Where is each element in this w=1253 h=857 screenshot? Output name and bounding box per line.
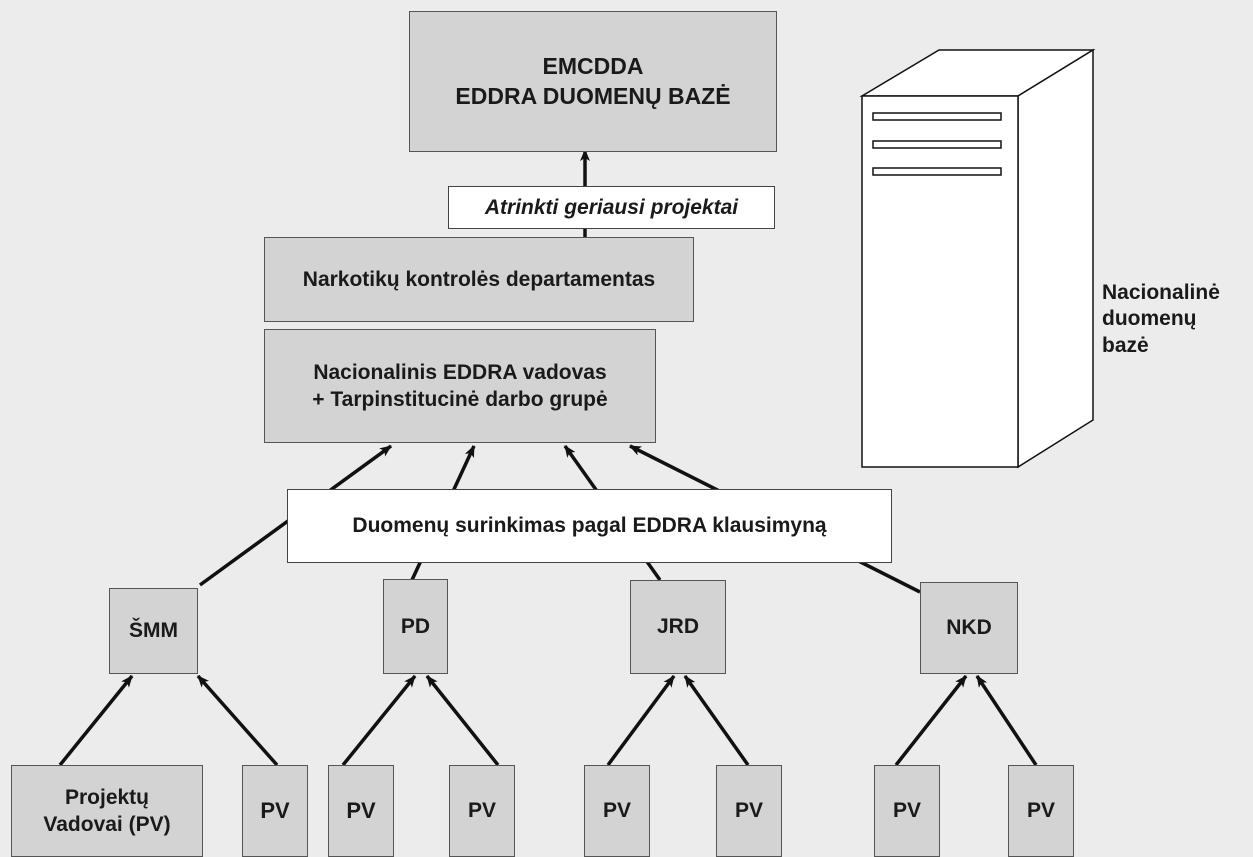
data-collection-text: Duomenų surinkimas pagal EDDRA klausimyn… (352, 514, 827, 538)
drug-control-department-text: Narkotikų kontrolės departamentas (302, 267, 656, 291)
selected-projects-label: Atrinkti geriausi projektai (448, 186, 775, 229)
pv-box: PV (449, 765, 515, 857)
institution-nkd-label: NKD (946, 616, 992, 640)
institution-smm-label: ŠMM (129, 619, 178, 643)
project-leaders-line2: Vadovai (PV) (43, 813, 171, 836)
national-coordinator-box: Nacionalinis EDDRA vadovas + Tarpinstitu… (264, 329, 656, 443)
selected-projects-text: Atrinkti geriausi projektai (484, 195, 739, 219)
arrow-pv4-to-pd (425, 674, 500, 767)
project-leaders-box: Projektų Vadovai (PV) (11, 765, 203, 857)
data-collection-box: Duomenų surinkimas pagal EDDRA klausimyn… (287, 489, 892, 563)
pv-label: PV (734, 799, 763, 823)
national-database-line3: bazė (1102, 333, 1149, 357)
pv-label: PV (602, 799, 631, 823)
arrow-pv7-to-nkd (894, 674, 968, 767)
arrow-pv3-to-pd (341, 674, 417, 767)
pv-label: PV (260, 797, 290, 823)
project-leaders-line1: Projektų (64, 785, 150, 809)
institution-pd: PD (383, 579, 448, 674)
arrow-pv8-to-nkd (975, 675, 1038, 766)
pv-label: PV (346, 797, 376, 823)
emcdda-line1: EMCDDA (542, 52, 644, 79)
institution-jrd-label: JRD (656, 615, 699, 639)
institution-smm: ŠMM (109, 588, 198, 674)
server-icon (859, 48, 1096, 469)
drug-control-department-box: Narkotikų kontrolės departamentas (264, 237, 694, 322)
emcdda-database-box: EMCDDA EDDRA DUOMENŲ BAZĖ (409, 11, 777, 152)
institution-pd-label: PD (400, 614, 431, 638)
institution-jrd: JRD (630, 580, 726, 674)
pv-box: PV (716, 765, 782, 857)
pv-box: PV (874, 765, 940, 857)
arrow-pv2-to-smm (196, 674, 279, 767)
arrow-pv1-to-smm (58, 674, 134, 767)
arrow-pv5-to-jrd (606, 674, 676, 767)
pv-box: PV (242, 765, 308, 857)
national-coordinator-line1: Nacionalinis EDDRA vadovas (313, 360, 607, 384)
pv-box: PV (1008, 765, 1074, 857)
national-coordinator-line2: + Tarpinstitucinė darbo grupė (312, 388, 608, 411)
institution-nkd: NKD (920, 582, 1018, 674)
pv-label: PV (1026, 799, 1055, 823)
arrow-pv6-to-jrd (683, 674, 750, 767)
national-database-line1: Nacionalinė (1102, 281, 1220, 304)
national-database-line2: duomenų (1102, 307, 1197, 331)
pv-label: PV (467, 799, 496, 823)
national-database-label: Nacionalinė duomenų bazė (1102, 280, 1220, 359)
pv-box: PV (328, 765, 394, 857)
pv-label: PV (892, 799, 921, 823)
emcdda-line2: EDDRA DUOMENŲ BAZĖ (455, 82, 731, 109)
pv-box: PV (584, 765, 650, 857)
